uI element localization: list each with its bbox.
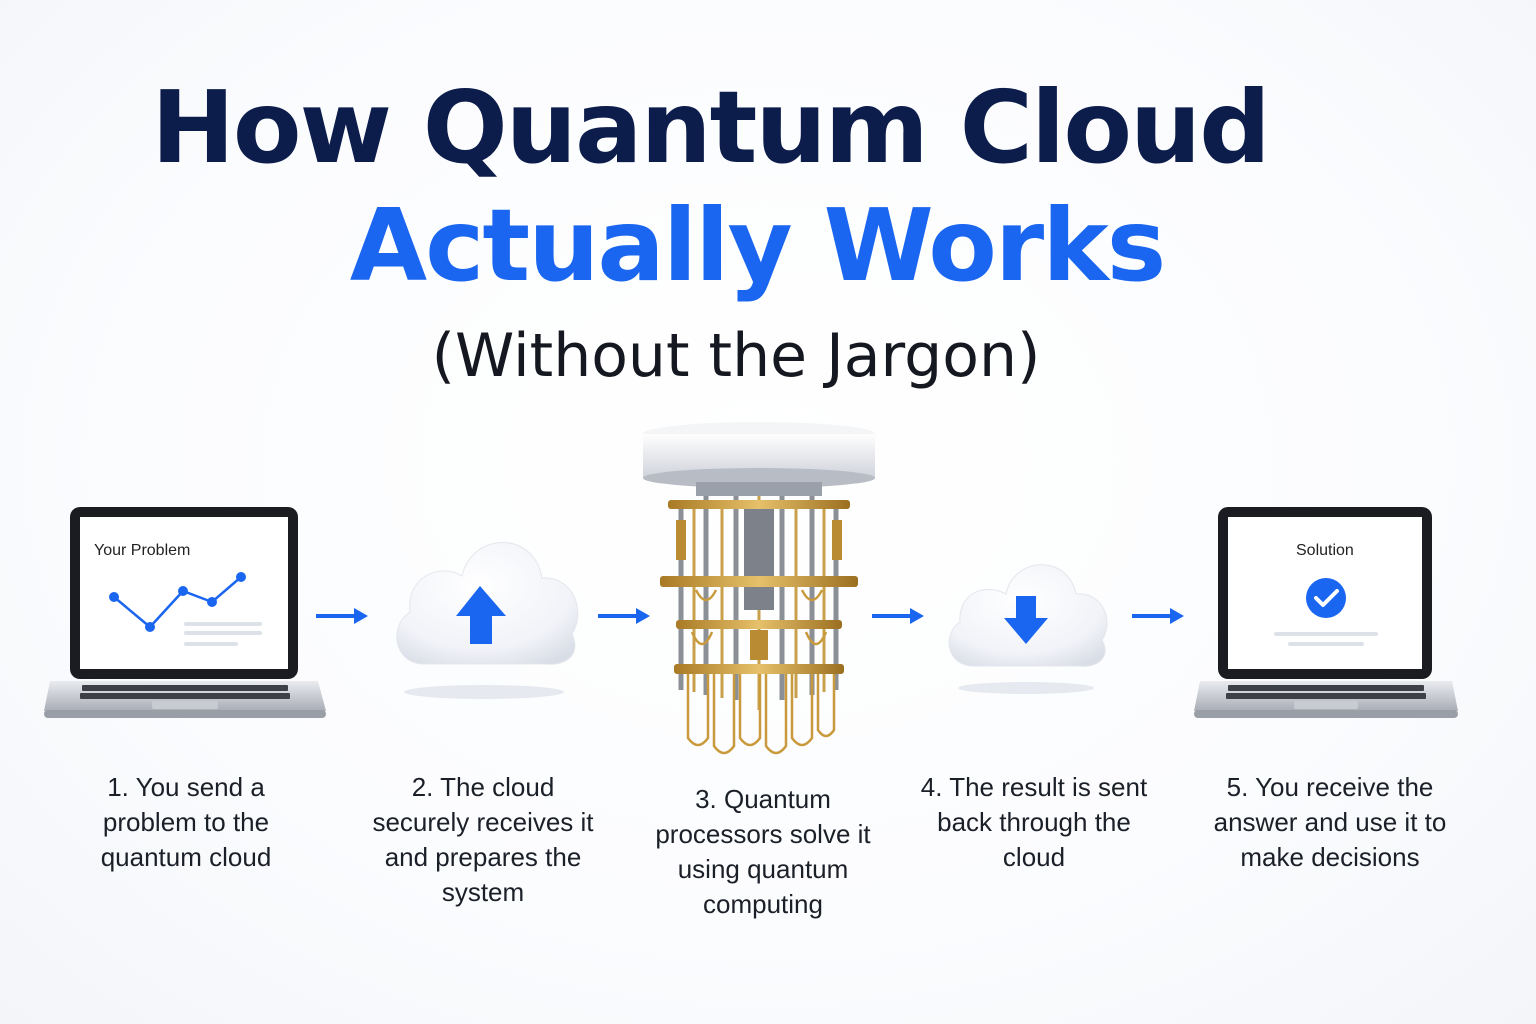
step-5-caption: 5. You receive the answer and use it to …: [1213, 772, 1447, 872]
screen-label-problem: Your Problem: [94, 542, 191, 559]
arrow-right-icon: [872, 608, 924, 624]
title-line-1: How Quantum Cloud: [151, 69, 1271, 186]
step-3-caption: 3. Quantum processors solve it using qua…: [655, 784, 871, 919]
quantum-computer-icon: [643, 422, 875, 755]
cloud-upload-icon: [396, 542, 579, 699]
subtitle: (Without the Jargon): [431, 321, 1041, 391]
step-1-caption: 1. You send a problem to the quantum clo…: [100, 772, 272, 872]
title-line-2: Actually Works: [349, 187, 1166, 304]
screen-label-solution: Solution: [1296, 542, 1354, 559]
arrow-right-icon: [316, 608, 368, 624]
laptop-check-icon: [1194, 507, 1458, 718]
step-4-caption: 4. The result is sent back through the c…: [920, 772, 1148, 872]
arrow-right-icon: [598, 608, 650, 624]
step-2-caption: 2. The cloud securely receives it and pr…: [372, 772, 594, 907]
arrow-right-icon: [1132, 608, 1184, 624]
laptop-chart-icon: [44, 507, 326, 718]
cloud-download-icon: [948, 564, 1108, 694]
